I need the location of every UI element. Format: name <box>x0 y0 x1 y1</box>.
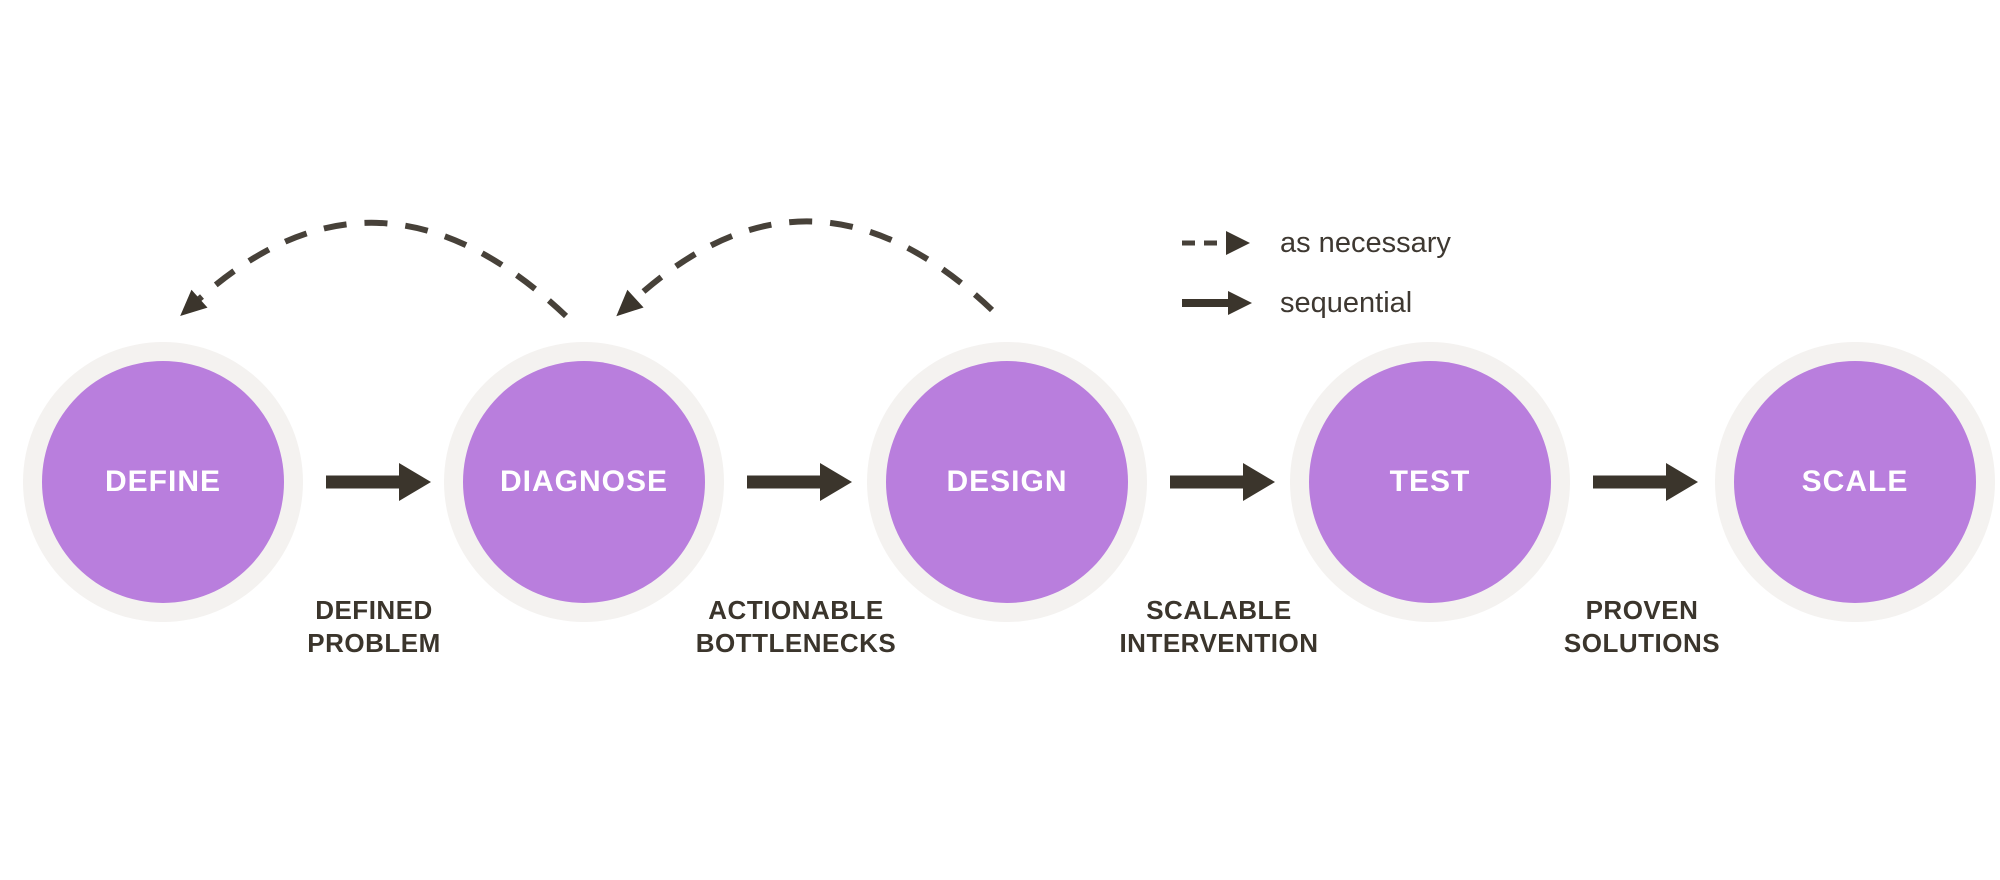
transition-label-line: SOLUTIONS <box>1563 628 1721 658</box>
stage-circle-define: DEFINE <box>23 342 303 622</box>
stage-label-define: DEFINE <box>104 465 221 498</box>
stage-circle-design-fill: DESIGN <box>886 361 1128 603</box>
legend-label-as-necessary: as necessary <box>1280 226 1451 259</box>
stage-label-scale: SCALE <box>1801 465 1909 498</box>
stage-circle-design: DESIGN <box>867 342 1147 622</box>
stage-circle-define-fill: DEFINE <box>42 361 284 603</box>
dashed-arrow-icon <box>1182 231 1250 255</box>
stage-circle-scale: SCALE <box>1715 342 1995 622</box>
transition-label-actionable-bottlenecks: ACTIONABLE BOTTLENECKS <box>626 594 966 660</box>
transition-label-line: ACTIONABLE <box>708 595 884 625</box>
stage-circle-scale-fill: SCALE <box>1734 361 1976 603</box>
stage-label-design: DESIGN <box>946 465 1068 498</box>
transition-label-defined-problem: DEFINED PROBLEM <box>204 594 544 660</box>
stage-label-diagnose: DIAGNOSE <box>499 465 669 498</box>
transition-label-line: INTERVENTION <box>1119 628 1319 658</box>
stage-circle-diagnose-fill: DIAGNOSE <box>463 361 705 603</box>
solid-arrow-icon <box>1182 291 1252 315</box>
transition-label-line: BOTTLENECKS <box>695 628 897 658</box>
legend-item-sequential: sequential <box>1180 282 1451 324</box>
stage-circle-diagnose: DIAGNOSE <box>444 342 724 622</box>
feedback-arc-design-to-diagnose <box>616 218 995 317</box>
transition-label-line: SCALABLE <box>1146 595 1292 625</box>
legend: as necessary sequential <box>1180 222 1451 324</box>
legend-item-as-necessary: as necessary <box>1180 222 1451 264</box>
stage-circle-test: TEST <box>1290 342 1570 622</box>
transition-label-scalable-intervention: SCALABLE INTERVENTION <box>1049 594 1389 660</box>
transition-label-proven-solutions: PROVEN SOLUTIONS <box>1472 594 1812 660</box>
stage-label-test: TEST <box>1389 465 1471 498</box>
transition-label-line: PROVEN <box>1585 595 1699 625</box>
transition-label-line: PROBLEM <box>307 628 441 658</box>
transition-label-line: DEFINED <box>315 595 433 625</box>
feedback-arc-diagnose-to-define <box>180 219 569 319</box>
stage-circle-test-fill: TEST <box>1309 361 1551 603</box>
legend-label-sequential: sequential <box>1280 286 1413 319</box>
